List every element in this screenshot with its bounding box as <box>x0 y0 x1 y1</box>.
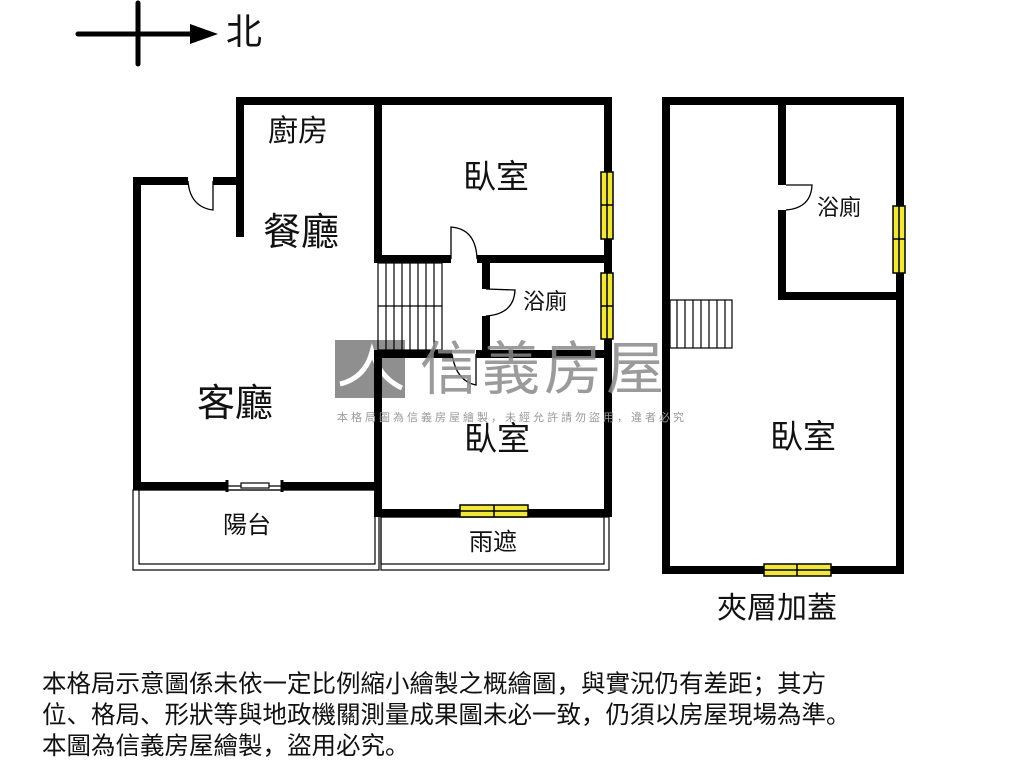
room-label-bedroom-1: 臥室 <box>463 157 529 196</box>
disclaimer-line-3: 本圖為信義房屋繪製，盜用必究。 <box>42 731 410 760</box>
room-label-bathroom-2: 浴廁 <box>817 196 862 221</box>
disclaimer-line-2: 位、格局、形狀等與地政機關測量成果圖未必一致，仍須以房屋現場為準。 <box>42 700 851 729</box>
sliding-door-icon <box>225 480 284 492</box>
room-label-bedroom-2: 臥室 <box>464 419 530 458</box>
watermark-notice: 本格局圖為信義房屋繪製，未經允許請勿盜用，違者必究 <box>337 411 687 424</box>
room-label-balcony: 陽台 <box>223 511 271 539</box>
room-label-canopy: 雨遮 <box>469 528 517 556</box>
room-label-kitchen: 廚房 <box>268 114 328 149</box>
window-icons <box>459 171 614 518</box>
disclaimer-line-1: 本格局示意圖係未依一定比例縮小繪製之概繪圖，與實況仍有差距；其方 <box>42 669 826 698</box>
north-arrow-icon <box>75 0 218 67</box>
staircase-icon <box>377 262 443 351</box>
balcony-outline <box>132 489 380 571</box>
door-icons <box>187 180 516 386</box>
north-label: 北 <box>226 12 263 53</box>
mezzanine-staircase-icon <box>669 299 733 349</box>
room-label-dining: 餐廳 <box>263 210 340 254</box>
room-label-bathroom-1: 浴廁 <box>523 290 568 315</box>
disclaimer-text: 本格局示意圖係未依一定比例縮小繪製之概繪圖，與實況仍有差距；其方 位、格局、形狀… <box>42 668 1002 761</box>
mezzanine-window-icons <box>763 205 906 577</box>
mezzanine-door-icon <box>785 184 813 211</box>
room-label-living: 客廳 <box>197 381 274 425</box>
mezzanine-title: 夾層加蓋 <box>717 591 837 626</box>
watermark-brand: 信義房屋 <box>420 335 669 403</box>
room-label-bedroom-3: 臥室 <box>770 417 836 456</box>
mezzanine-walls <box>662 97 904 574</box>
